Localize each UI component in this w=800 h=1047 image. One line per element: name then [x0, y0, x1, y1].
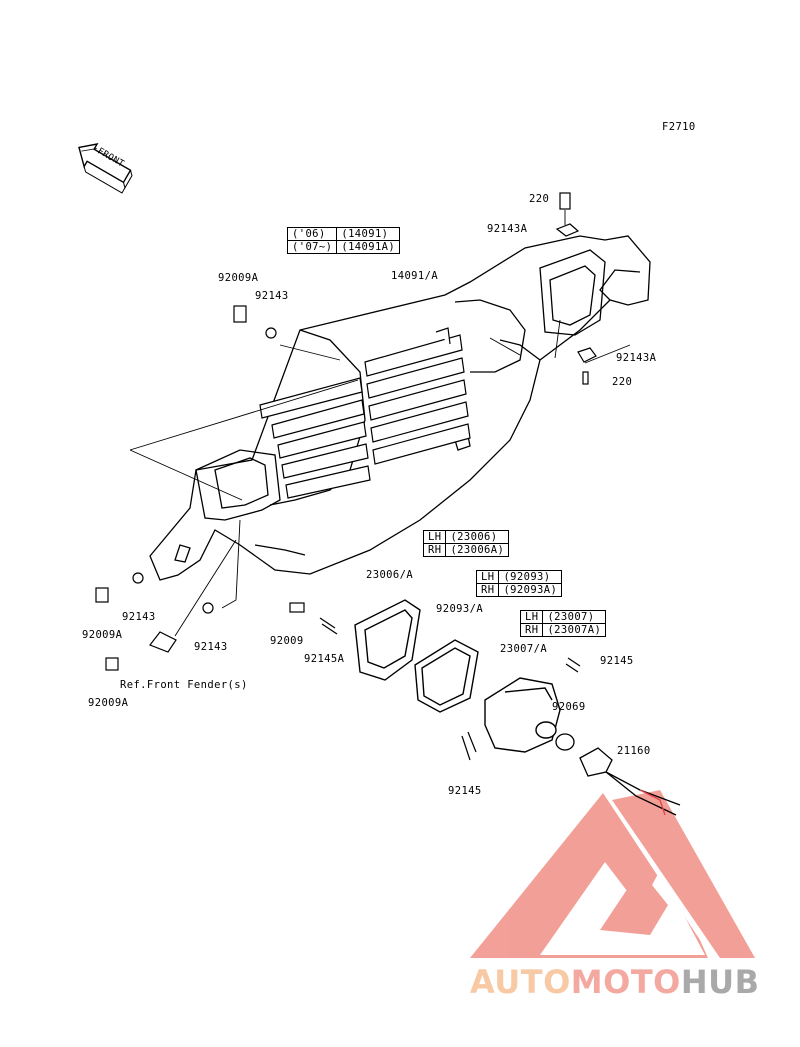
headlight-seal-92093: [414, 639, 479, 713]
spring-92145-lower-icon: [461, 731, 477, 761]
rim-part-1: (23006): [445, 530, 510, 544]
unit-variant-table: LH(23007) RH(23007A): [519, 610, 607, 637]
bolt-92009a-upper-icon: [233, 305, 247, 323]
nut-92143a-right-icon: [577, 347, 597, 363]
callout-92143a-top: 92143A: [487, 223, 528, 235]
callout-21160: 21160: [617, 745, 651, 757]
brand-part-hub: HUB: [680, 963, 760, 1001]
callout-92145-right: 92145: [600, 655, 634, 667]
unit-side-1: LH: [519, 610, 544, 624]
cover-part-2: (14091A): [336, 240, 401, 254]
nut-92143a-top-icon: [555, 223, 580, 237]
callout-23006: 23006/A: [366, 569, 414, 581]
seal-side-1: LH: [475, 570, 500, 584]
callout-220-top: 220: [529, 193, 550, 205]
callout-220-right: 220: [612, 376, 633, 388]
rim-part-2: (23006A): [445, 543, 510, 557]
leader-lines: [129, 210, 631, 637]
callout-92069: 92069: [552, 701, 586, 713]
headlight-unit-23007: [484, 677, 561, 753]
cover-part-1: (14091): [336, 227, 401, 241]
callout-92093: 92093/A: [436, 603, 484, 615]
unit-part-1: (23007): [542, 610, 607, 624]
bolt-92009a-mid-icon: [95, 587, 109, 603]
callout-92009a-lower: 92009A: [88, 697, 129, 709]
cover-year-2: ('07~): [286, 240, 338, 254]
bolt-220-right-icon: [582, 371, 589, 385]
spring-92145a-icon: [319, 617, 338, 635]
seal-variant-table: LH(92093) RH(92093A): [475, 570, 563, 597]
fastener-parts: [95, 192, 597, 761]
unit-part-2: (23007A): [542, 623, 607, 637]
cover-variant-table: ('06)(14091) ('07~)(14091A): [286, 227, 401, 254]
callout-92143-upper: 92143: [255, 290, 289, 302]
bulb-and-socket: [555, 733, 681, 816]
socket-21160-icon: [579, 747, 613, 777]
seal-part-2: (92093A): [498, 583, 563, 597]
callout-92009: 92009: [270, 635, 304, 647]
headlight-rim-23006: [354, 599, 421, 681]
callout-92143-center: 92143: [194, 641, 228, 653]
callout-92143-left: 92143: [122, 611, 156, 623]
unit-side-2: RH: [519, 623, 544, 637]
callout-92009a-upper: 92009A: [218, 272, 259, 284]
seal-side-2: RH: [475, 583, 500, 597]
brand-part-auto: AUTO: [470, 963, 571, 1001]
callout-23007: 23007/A: [500, 643, 548, 655]
front-direction-arrow-icon: [78, 143, 133, 194]
rim-side-1: LH: [422, 530, 447, 544]
fender-bracket-icon: [149, 631, 177, 653]
callout-92143a-right: 92143A: [616, 352, 657, 364]
brand-watermark: AUTOMOTOHUB: [470, 963, 760, 1001]
ref-front-fender: Ref.Front Fender(s): [120, 679, 248, 691]
bolt-92009a-lower-icon: [105, 657, 119, 671]
washer-92143-center-icon: [202, 602, 214, 614]
bolt-92009-icon: [289, 602, 305, 613]
figure-code: F2710: [662, 121, 696, 133]
seal-part-1: (92093): [498, 570, 563, 584]
callout-92145a: 92145A: [304, 653, 345, 665]
cover-grille-louvers: [259, 327, 471, 499]
bulb-92069-icon: [555, 733, 575, 751]
callout-14091: 14091/A: [391, 270, 439, 282]
brand-logo-icon: [470, 790, 755, 958]
brand-part-moto: MOTO: [570, 963, 681, 1001]
callout-92145-lower: 92145: [448, 785, 482, 797]
rim-variant-table: LH(23006) RH(23006A): [422, 530, 510, 557]
cover-year-1: ('06): [286, 227, 338, 241]
washer-92143-upper-icon: [265, 327, 277, 339]
bolt-220-top-icon: [559, 192, 571, 210]
washer-92143-left-icon: [132, 572, 144, 584]
spring-92145-right-icon: [565, 657, 581, 673]
rim-side-2: RH: [422, 543, 447, 557]
callout-92009a-mid: 92009A: [82, 629, 123, 641]
